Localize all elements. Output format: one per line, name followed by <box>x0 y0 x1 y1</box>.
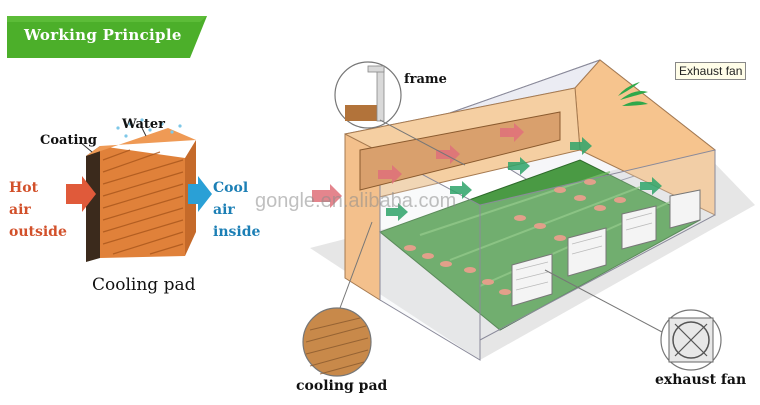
cooling-pad-caption: Cooling pad <box>92 275 196 295</box>
coating-label: Coating <box>40 133 97 148</box>
hot-air-arrow <box>66 176 96 212</box>
leaf-logo-icon <box>618 82 648 106</box>
water-label: Water <box>122 117 166 132</box>
watermark: gongle.en.alibaba.com <box>255 190 457 212</box>
frame-callout <box>334 61 466 166</box>
cooling-pad-block <box>79 118 196 262</box>
working-principle-banner <box>7 16 207 58</box>
exhaust-fan-callout <box>544 269 722 371</box>
exhaust-fan-tag: Exhaust fan <box>675 62 747 80</box>
cooling-pad-callout <box>302 221 373 377</box>
water-drops <box>116 118 182 138</box>
cool-air-label: Cool air inside <box>213 180 261 240</box>
animals <box>404 179 626 295</box>
cooling-pad-label: cooling pad <box>296 378 388 394</box>
banner-title: Working Principle <box>24 26 182 44</box>
hot-air-label: Hot air outside <box>9 180 67 240</box>
exhaust-fan-label: exhaust fan <box>655 372 747 388</box>
poultry-house <box>310 59 755 361</box>
frame-label: frame <box>404 72 447 87</box>
cool-air-arrow <box>188 176 212 212</box>
